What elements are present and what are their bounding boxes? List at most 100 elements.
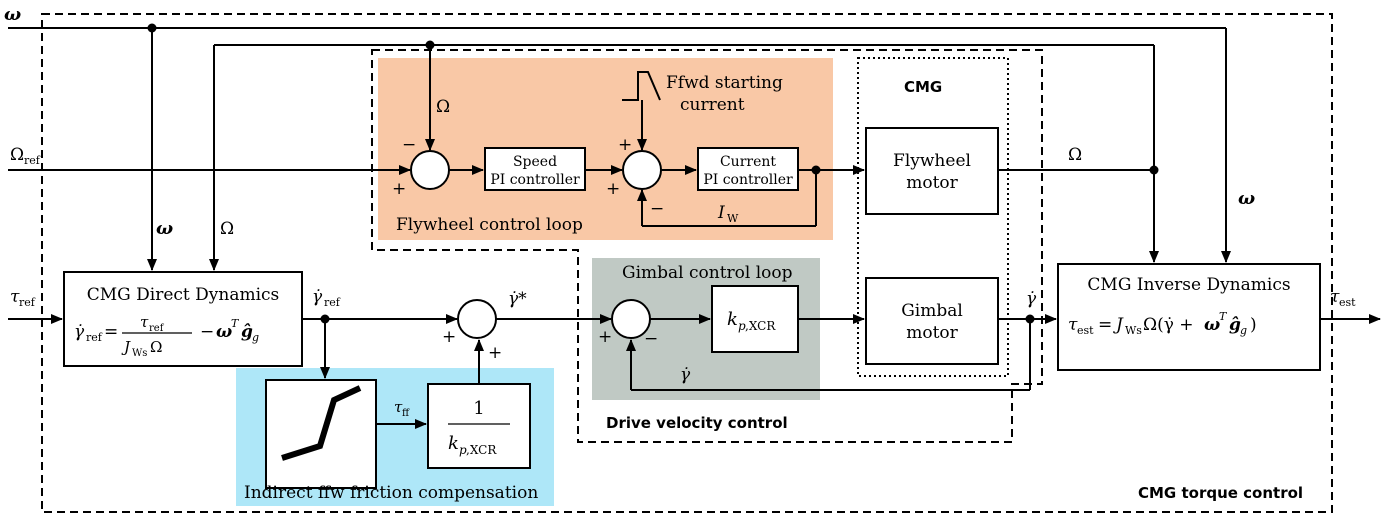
svg-text:I: I (717, 203, 725, 223)
svg-text:J: J (121, 338, 131, 356)
speed-sum-junction (410, 150, 450, 190)
Omega-speed-label: Ω (436, 97, 450, 117)
svg-text:,XCR: ,XCR (466, 443, 497, 457)
svg-text:Ffwd starting: Ffwd starting (666, 73, 783, 93)
gain-kp-block: k p ,XCR (711, 285, 799, 353)
svg-text:CMG Inverse Dynamics: CMG Inverse Dynamics (1087, 275, 1290, 295)
current-pi-block: Current PI controller (697, 147, 799, 191)
Omega-out-label: Ω (1068, 145, 1082, 165)
omega-direct-label: ω (156, 218, 173, 239)
svg-text:ĝ: ĝ (241, 322, 253, 342)
gimbal-loop-caption: Gimbal control loop (622, 263, 793, 283)
signal-wires (8, 27, 1381, 429)
svg-text:1: 1 (473, 398, 484, 419)
junction-dots (147, 23, 1159, 324)
outer-boundary (41, 13, 1333, 513)
inner-control-boundary (371, 49, 1043, 443)
ffwd-current-label: Ffwd starting current (666, 73, 783, 115)
gamma-dot-ref-label: γ̇ ref (312, 287, 341, 309)
svg-text:,XCR: ,XCR (745, 319, 776, 333)
svg-text:Ws: Ws (132, 348, 147, 359)
svg-text:motor: motor (906, 323, 958, 343)
svg-text:PI controller: PI controller (490, 172, 580, 188)
svg-text:p: p (738, 319, 746, 333)
svg-text:Speed: Speed (513, 154, 557, 170)
direct-dynamics-block: CMG Direct Dynamics γ̇ ref = τ ref J Ws … (63, 271, 303, 367)
svg-text:τ: τ (1330, 287, 1340, 307)
svg-text:−: − (650, 199, 664, 219)
omega-inverse-label: ω (1238, 188, 1255, 209)
svg-text:): ) (1250, 315, 1257, 335)
friction-nonlinearity-block (265, 379, 377, 489)
svg-text:g: g (252, 331, 259, 344)
Omega-direct-label: Ω (220, 219, 234, 239)
svg-text:T: T (231, 317, 240, 330)
svg-text:Ws: Ws (1125, 324, 1142, 337)
svg-text:current: current (680, 95, 745, 115)
svg-text:+: + (442, 327, 456, 347)
svg-text:τ: τ (1068, 315, 1078, 335)
tau-ref-label: τ ref (10, 287, 36, 309)
svg-text:Current: Current (720, 154, 776, 170)
svg-text:γ̇: γ̇ (74, 322, 85, 342)
svg-text:+: + (606, 179, 620, 199)
Omega-ref-label: Ω ref (10, 145, 41, 167)
svg-text:−: − (644, 329, 658, 349)
gamma-dot-feedback-label: γ̇ (680, 365, 691, 385)
svg-text:g: g (1240, 324, 1247, 337)
flywheel-loop-caption: Flywheel control loop (396, 215, 583, 235)
svg-text:ĝ: ĝ (1229, 315, 1241, 335)
svg-text:+: + (618, 135, 632, 155)
tau-ff-label: τ ff (394, 398, 410, 419)
flywheel-motor-block: Flywheel motor (865, 127, 999, 215)
svg-text:J: J (1113, 315, 1124, 335)
svg-text:+: + (488, 343, 502, 363)
cmg-caption: CMG (904, 78, 942, 96)
svg-text:ref: ref (19, 296, 36, 309)
svg-text:+: + (598, 327, 612, 347)
svg-text:γ̇: γ̇ (312, 287, 323, 307)
ffwd-step-signal (622, 71, 661, 101)
svg-text:Flywheel: Flywheel (893, 151, 971, 171)
svg-text:p: p (459, 443, 467, 457)
svg-text:ref: ref (324, 296, 341, 309)
svg-text:Ω: Ω (150, 338, 162, 356)
svg-text:PI controller: PI controller (703, 172, 793, 188)
svg-text:Ω(γ̇ +: Ω(γ̇ + (1143, 315, 1194, 335)
gimbal-motor-block: Gimbal motor (865, 277, 999, 365)
svg-text:est: est (1077, 324, 1094, 337)
svg-text:k: k (448, 433, 459, 454)
svg-text:k: k (727, 309, 738, 330)
svg-text:T: T (1219, 310, 1228, 323)
svg-text:est: est (1339, 296, 1356, 309)
drive-velocity-caption: Drive velocity control (606, 414, 788, 432)
svg-text:−: − (200, 322, 214, 342)
tau-est-label: τ est (1330, 287, 1356, 309)
svg-text:Gimbal: Gimbal (901, 301, 963, 321)
svg-text:τ: τ (10, 287, 20, 307)
cmg-boundary (857, 57, 1009, 377)
gamma-dot-star-label: γ̇* (508, 289, 527, 309)
svg-text:−: − (402, 135, 416, 155)
svg-text:ref: ref (86, 331, 103, 344)
friction-comp-caption: Indirect ffw friction compensation (244, 483, 538, 503)
omega-input-label: ω (4, 4, 21, 25)
svg-text:Ω: Ω (10, 145, 24, 165)
svg-text:ref: ref (24, 154, 41, 167)
svg-text:+: + (392, 179, 406, 199)
outer-caption: CMG torque control (1138, 484, 1303, 502)
I-W-label: I W (717, 203, 739, 225)
svg-text:ω: ω (1204, 315, 1220, 335)
gamma-dot-out-label: γ̇ (1026, 289, 1037, 309)
speed-pi-block: Speed PI controller (484, 147, 586, 191)
svg-text:=: = (1098, 315, 1112, 335)
inverse-gain-block: 1 k p ,XCR (427, 383, 531, 469)
svg-text:W: W (727, 212, 739, 225)
ff-sum-junction (457, 299, 497, 339)
svg-text:τ: τ (394, 398, 403, 416)
svg-text:ff: ff (402, 408, 410, 419)
svg-text:=: = (104, 322, 118, 342)
junction-signs: − + + + − + + + − (392, 135, 664, 363)
svg-text:ω: ω (216, 322, 232, 342)
